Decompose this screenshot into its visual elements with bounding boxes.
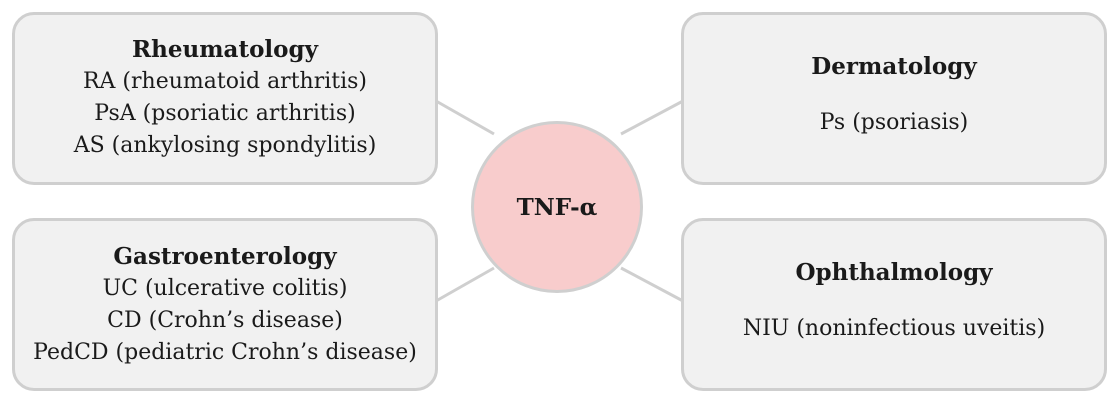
connector-gastroenterology (435, 266, 495, 303)
ophthalmology-title: Ophthalmology (795, 258, 993, 286)
dermatology-title: Dermatology (811, 52, 977, 80)
connector-dermatology (620, 99, 684, 136)
rheumatology-item: PsA (psoriatic arthritis) (94, 100, 356, 126)
dermatology-item: Ps (psoriasis) (819, 109, 969, 135)
ophthalmology-box: Ophthalmology NIU (noninfectious uveitis… (681, 218, 1107, 391)
connector-rheumatology (435, 99, 495, 136)
rheumatology-title: Rheumatology (132, 35, 318, 63)
hub-label: TNF-α (516, 193, 598, 221)
rheumatology-box: Rheumatology RA (rheumatoid arthritis) P… (12, 12, 438, 185)
gastroenterology-box: Gastroenterology UC (ulcerative colitis)… (12, 218, 438, 391)
gastroenterology-item: PedCD (pediatric Crohn’s disease) (33, 339, 417, 365)
gastroenterology-title: Gastroenterology (113, 242, 337, 270)
gastroenterology-item: CD (Crohn’s disease) (107, 307, 343, 333)
dermatology-box: Dermatology Ps (psoriasis) (681, 12, 1107, 185)
ophthalmology-item: NIU (noninfectious uveitis) (742, 315, 1046, 341)
connector-ophthalmology (620, 266, 684, 303)
gastroenterology-item: UC (ulcerative colitis) (102, 275, 348, 301)
rheumatology-item: AS (ankylosing spondylitis) (73, 132, 377, 158)
rheumatology-item: RA (rheumatoid arthritis) (82, 68, 368, 94)
tnf-alpha-hub: TNF-α (471, 121, 643, 293)
